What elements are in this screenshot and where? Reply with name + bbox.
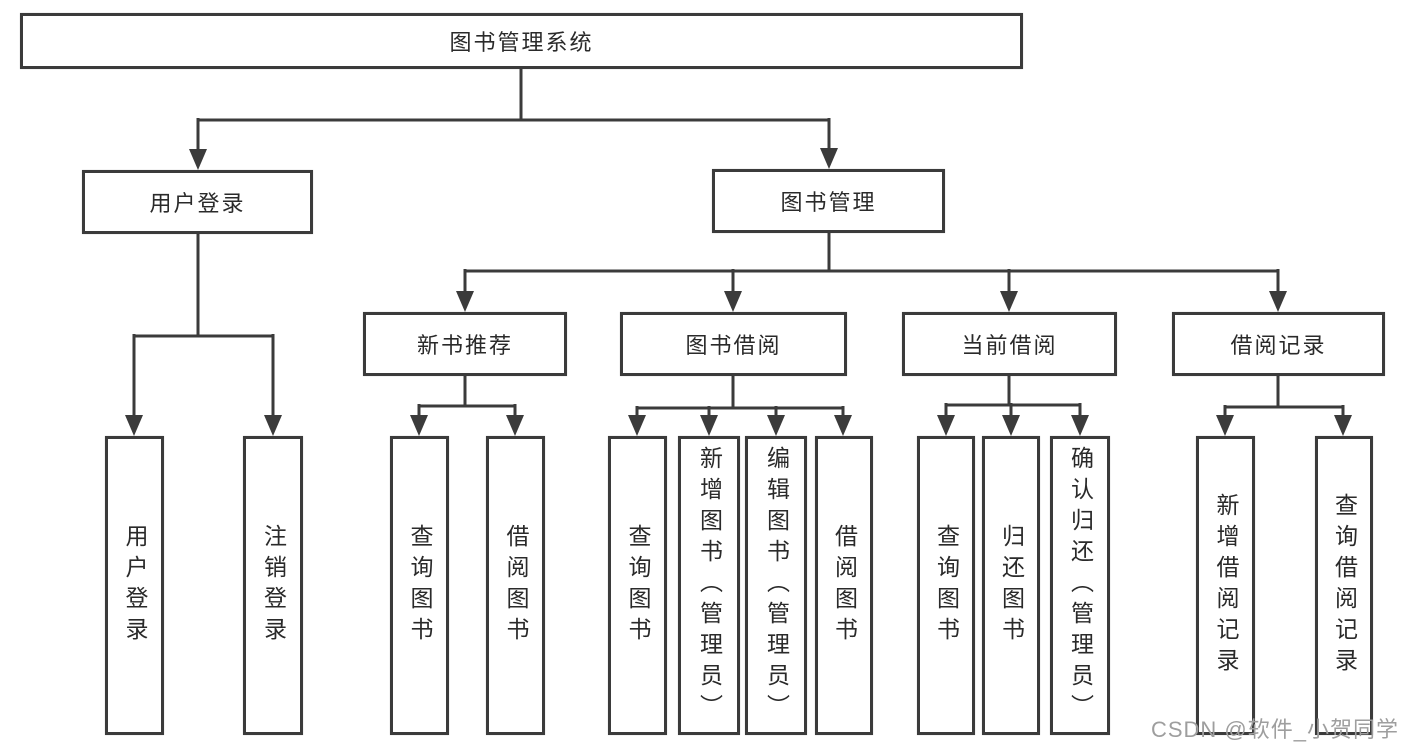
leaf-label: 查询图书 (625, 523, 651, 648)
leaf-label: 新增借阅记录 (1213, 492, 1239, 679)
leaf-borrow-books-recommend: 借阅图书 (486, 436, 545, 735)
node-borrowing-records: 借阅记录 (1172, 312, 1385, 376)
leaf-search-borrow-record: 查询借阅记录 (1315, 436, 1373, 735)
node-label: 图书借阅 (685, 333, 782, 358)
node-book-management: 图书管理 (712, 169, 945, 233)
leaf-label: 用户登录 (122, 523, 148, 648)
node-library-management-system: 图书管理系统 (20, 13, 1023, 69)
node-label: 图书管理 (780, 190, 877, 215)
node-new-book-recommendation: 新书推荐 (363, 312, 567, 376)
node-label: 借阅记录 (1230, 333, 1327, 358)
node-label: 当前借阅 (961, 333, 1058, 358)
csdn-watermark: CSDN @软件_小贺同学 (1150, 717, 1399, 742)
node-user-login: 用户登录 (82, 170, 313, 234)
leaf-label: 编辑图书（管理员） (763, 446, 790, 725)
leaf-edit-books-admin: 编辑图书（管理员） (745, 436, 807, 735)
leaf-search-books-borrowing: 查询图书 (608, 436, 667, 735)
leaf-label: 借阅图书 (831, 523, 858, 648)
leaf-label: 确认归还（管理员） (1067, 446, 1094, 725)
node-label: 用户登录 (149, 191, 246, 216)
leaf-return-books: 归还图书 (982, 436, 1040, 735)
leaf-search-books-current: 查询图书 (917, 436, 975, 735)
node-current-borrowing: 当前借阅 (902, 312, 1117, 376)
node-book-borrowing: 图书借阅 (620, 312, 847, 376)
leaf-label: 注销登录 (260, 523, 287, 648)
leaf-label: 查询借阅记录 (1331, 492, 1358, 679)
leaf-add-borrow-record: 新增借阅记录 (1196, 436, 1255, 735)
leaf-label: 归还图书 (998, 523, 1025, 648)
leaf-logout: 注销登录 (243, 436, 303, 735)
leaf-confirm-return-admin: 确认归还（管理员） (1050, 436, 1110, 735)
node-label: 图书管理系统 (449, 30, 594, 55)
leaf-label: 查询图书 (407, 523, 433, 648)
leaf-borrow-books: 借阅图书 (815, 436, 873, 735)
leaf-label: 借阅图书 (503, 523, 529, 648)
leaf-label: 新增图书（管理员） (696, 446, 723, 725)
leaf-add-books-admin: 新增图书（管理员） (678, 436, 740, 735)
node-label: 新书推荐 (416, 333, 513, 358)
leaf-label: 查询图书 (933, 523, 960, 648)
leaf-user-login: 用户登录 (105, 436, 164, 735)
leaf-search-books-recommend: 查询图书 (390, 436, 449, 735)
